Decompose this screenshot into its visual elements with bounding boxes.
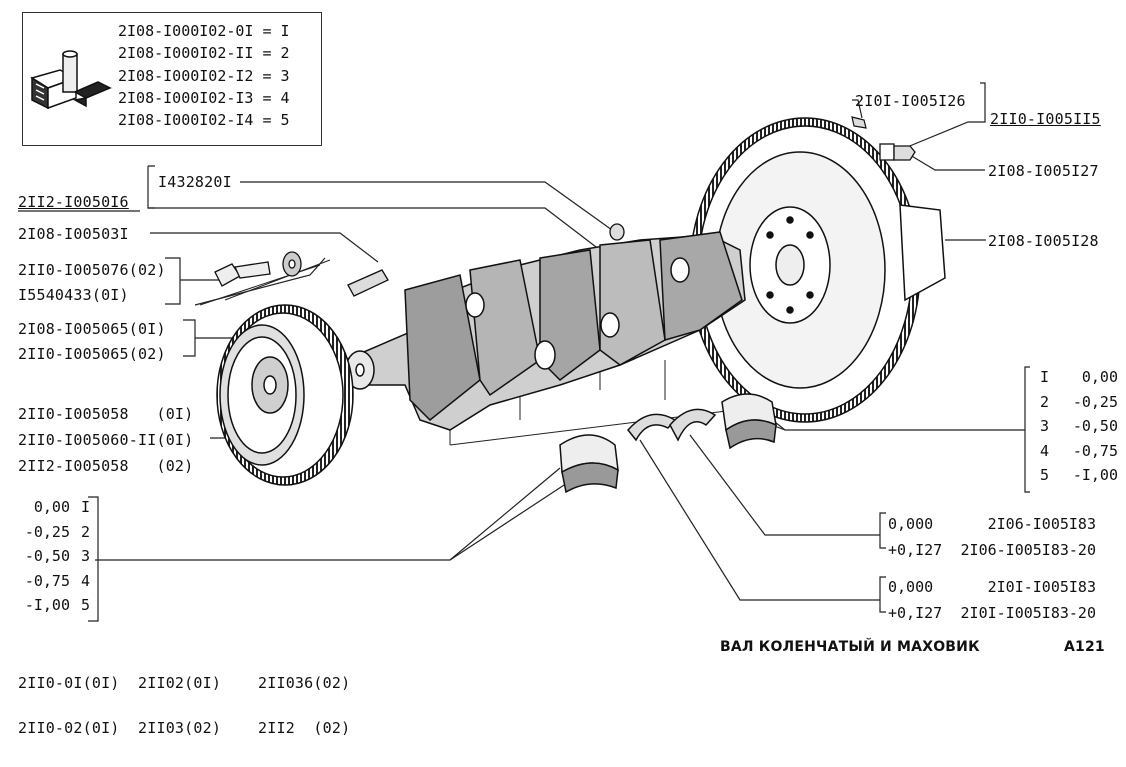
label-washer-b: 2II0-I005065(02) xyxy=(18,345,166,363)
legend-row: 2I08-I000I02-I2 = 3 xyxy=(118,66,290,85)
size-row: I 0,00 xyxy=(1040,365,1118,390)
label-pulley-a: 2II0-I005058 (0I) xyxy=(18,405,194,423)
size-value: 0,00 xyxy=(33,498,70,516)
crankshaft xyxy=(343,231,746,431)
size-number: 5 xyxy=(80,596,90,614)
page-code: A121 xyxy=(1064,639,1105,655)
thrust-part: 2I06-I005I83 xyxy=(987,515,1096,533)
size-number: 4 xyxy=(80,571,90,590)
size-row: -0,25 2 xyxy=(18,520,90,545)
label-pin: 2I08-I00503I xyxy=(18,225,129,243)
size-row: -0,75 4 xyxy=(18,569,90,594)
main-bearing-size-table: I 0,00 2 -0,25 3 -0,50 4 -0,75 5 -I,00 xyxy=(1040,365,1118,488)
model-code: 2II0-0I(0I) xyxy=(18,674,120,692)
label-flywheel-bolt: 2I08-I005I27 xyxy=(988,162,1099,180)
size-number: 3 xyxy=(1040,417,1050,435)
size-value: -0,25 xyxy=(24,522,70,541)
rod-bearing-size-table: 0,00 I -0,25 2 -0,50 3 -0,75 4 -I,00 5 xyxy=(18,495,90,618)
size-value: -0,50 xyxy=(24,547,70,565)
size-number: 2 xyxy=(1040,392,1050,411)
flywheel-bolt xyxy=(879,143,916,161)
size-value: -0,75 xyxy=(24,571,70,590)
flywheel-plate xyxy=(899,204,946,302)
model-code: 2II0-02(0I) xyxy=(18,719,120,737)
diagram-page: 2I08-I000I02-0I = I 2I08-I000I02-II = 2 … xyxy=(18,12,1118,736)
label-crank-gear: I432820I xyxy=(158,173,232,191)
label-top-stud: 2I0I-I005I26 xyxy=(855,92,966,110)
thrust-size: +0,I27 xyxy=(888,604,943,622)
flywheel xyxy=(689,117,921,423)
thrust-size: 0,000 xyxy=(888,578,934,596)
label-flywheel-plate: 2I08-I005I28 xyxy=(988,232,1099,250)
pin xyxy=(347,269,389,297)
legend-row: 2I08-I000I02-II = 2 xyxy=(118,44,290,63)
thrust-part: 2I0I-I005I83 xyxy=(987,578,1096,596)
model-code: 2II036(02) xyxy=(258,674,351,692)
thrust-washers xyxy=(627,408,717,442)
models-col-3: 2II036(02) 2II2 (02) xyxy=(258,646,350,766)
thrust-row: +0,I27 2I0I-I005I83-20 xyxy=(888,600,1096,626)
label-pulley-bolt-a: 2II0-I005076(02) xyxy=(18,261,166,279)
diagram-artwork xyxy=(18,50,1030,622)
thrust-size: 0,000 xyxy=(888,515,934,533)
model-code: 2II2 (02) xyxy=(258,719,351,737)
size-row: 0,00 I xyxy=(18,495,90,520)
model-code: 2II02(0I) xyxy=(138,674,222,692)
label-washer-a: 2I08-I005065(0I) xyxy=(18,320,166,338)
thrust-lower-table: 0,000 2I0I-I005I83 +0,I27 2I0I-I005I83-20 xyxy=(888,574,1096,626)
washer xyxy=(282,251,302,277)
thrust-row: 0,000 2I0I-I005I83 xyxy=(888,574,1096,600)
legend-row: 2I08-I000I02-I4 = 5 xyxy=(118,111,290,130)
top-stud xyxy=(851,116,867,129)
thrust-row: +0,I27 2I06-I005I83-20 xyxy=(888,537,1096,563)
thrust-size: +0,I27 xyxy=(888,541,943,559)
pulley xyxy=(216,304,354,486)
size-number: 3 xyxy=(80,547,90,565)
label-pulley-c: 2II2-I005058 (02) xyxy=(18,457,194,475)
size-number: I xyxy=(1040,368,1050,386)
size-number: 2 xyxy=(80,522,90,541)
thrust-row: 0,000 2I06-I005I83 xyxy=(888,511,1096,537)
size-number: 5 xyxy=(1040,466,1050,484)
main-bearing-shell xyxy=(721,393,777,450)
rod-bearing-shell xyxy=(559,434,619,494)
thrust-part: 2I06-I005I83-20 xyxy=(960,541,1096,559)
size-row: -0,50 3 xyxy=(18,544,90,569)
thrust-upper-table: 0,000 2I06-I005I83 +0,I27 2I06-I005I83-20 xyxy=(888,511,1096,563)
size-row: 2 -0,25 xyxy=(1040,390,1118,415)
size-number: I xyxy=(80,498,90,516)
label-flywheel: 2II0-I005II5 xyxy=(990,110,1101,128)
page-title: ВАЛ КОЛЕНЧАТЫЙ И МАХОВИК xyxy=(720,639,980,655)
size-value: 0,00 xyxy=(1081,368,1118,386)
legend-row: 2I08-I000I02-I3 = 4 xyxy=(118,88,290,107)
size-number: 4 xyxy=(1040,441,1050,460)
size-row: 3 -0,50 xyxy=(1040,414,1118,439)
legend-row: 2I08-I000I02-0I = I xyxy=(118,22,290,40)
models-col-1: 2II0-0I(0I) 2II0-02(0I) xyxy=(18,646,120,766)
pulley-bolt xyxy=(214,261,271,287)
thrust-part: 2I0I-I005I83-20 xyxy=(960,604,1096,622)
size-row: -I,00 5 xyxy=(18,593,90,618)
legend-rows: 2I08-I000I02-0I = I 2I08-I000I02-II = 2 … xyxy=(118,20,290,131)
models-col-2: 2II02(0I) 2II03(02) xyxy=(138,646,221,766)
label-pulley-bolt-b: I5540433(0I) xyxy=(18,286,129,304)
crank-gear-nut xyxy=(609,223,625,241)
size-value: -I,00 xyxy=(24,596,70,614)
size-value: -0,25 xyxy=(1072,392,1118,411)
legend-box: 2I08-I000I02-0I = I 2I08-I000I02-II = 2 … xyxy=(22,12,322,146)
model-code: 2II03(02) xyxy=(138,719,222,737)
size-row: 5 -I,00 xyxy=(1040,463,1118,488)
size-row: 4 -0,75 xyxy=(1040,439,1118,464)
label-crank-assembly: 2II2-I0050I6 xyxy=(18,193,129,211)
measure-block-icon xyxy=(30,50,112,110)
size-value: -0,75 xyxy=(1072,441,1118,460)
label-pulley-b: 2II0-I005060-II(0I) xyxy=(18,431,194,449)
size-value: -0,50 xyxy=(1072,417,1118,435)
size-value: -I,00 xyxy=(1072,466,1118,484)
